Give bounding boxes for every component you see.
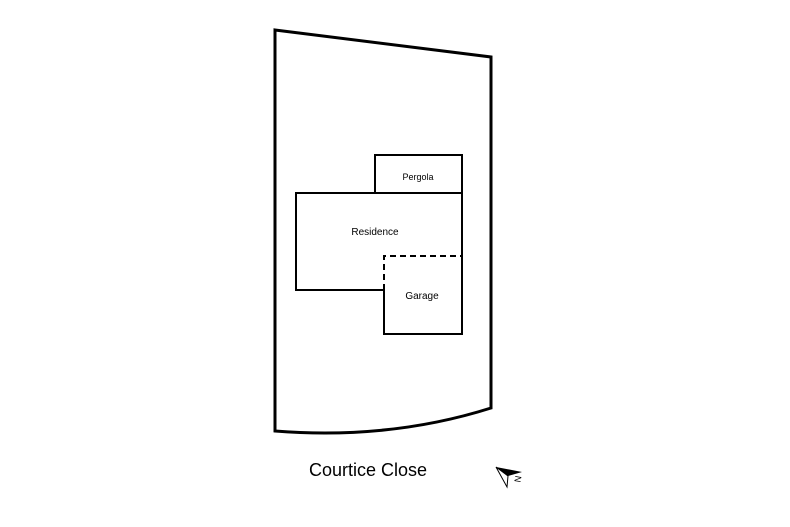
street-label: Courtice Close	[309, 460, 427, 480]
lot-boundary	[273, 28, 493, 435]
residence-label: Residence	[351, 227, 399, 238]
garage-dashed-boundary	[383, 255, 462, 290]
residence-outline	[295, 192, 463, 335]
north-label: N	[513, 475, 524, 483]
pergola-label: Pergola	[402, 172, 433, 182]
garage-label: Garage	[405, 291, 439, 302]
north-arrow-icon: N	[495, 466, 524, 489]
